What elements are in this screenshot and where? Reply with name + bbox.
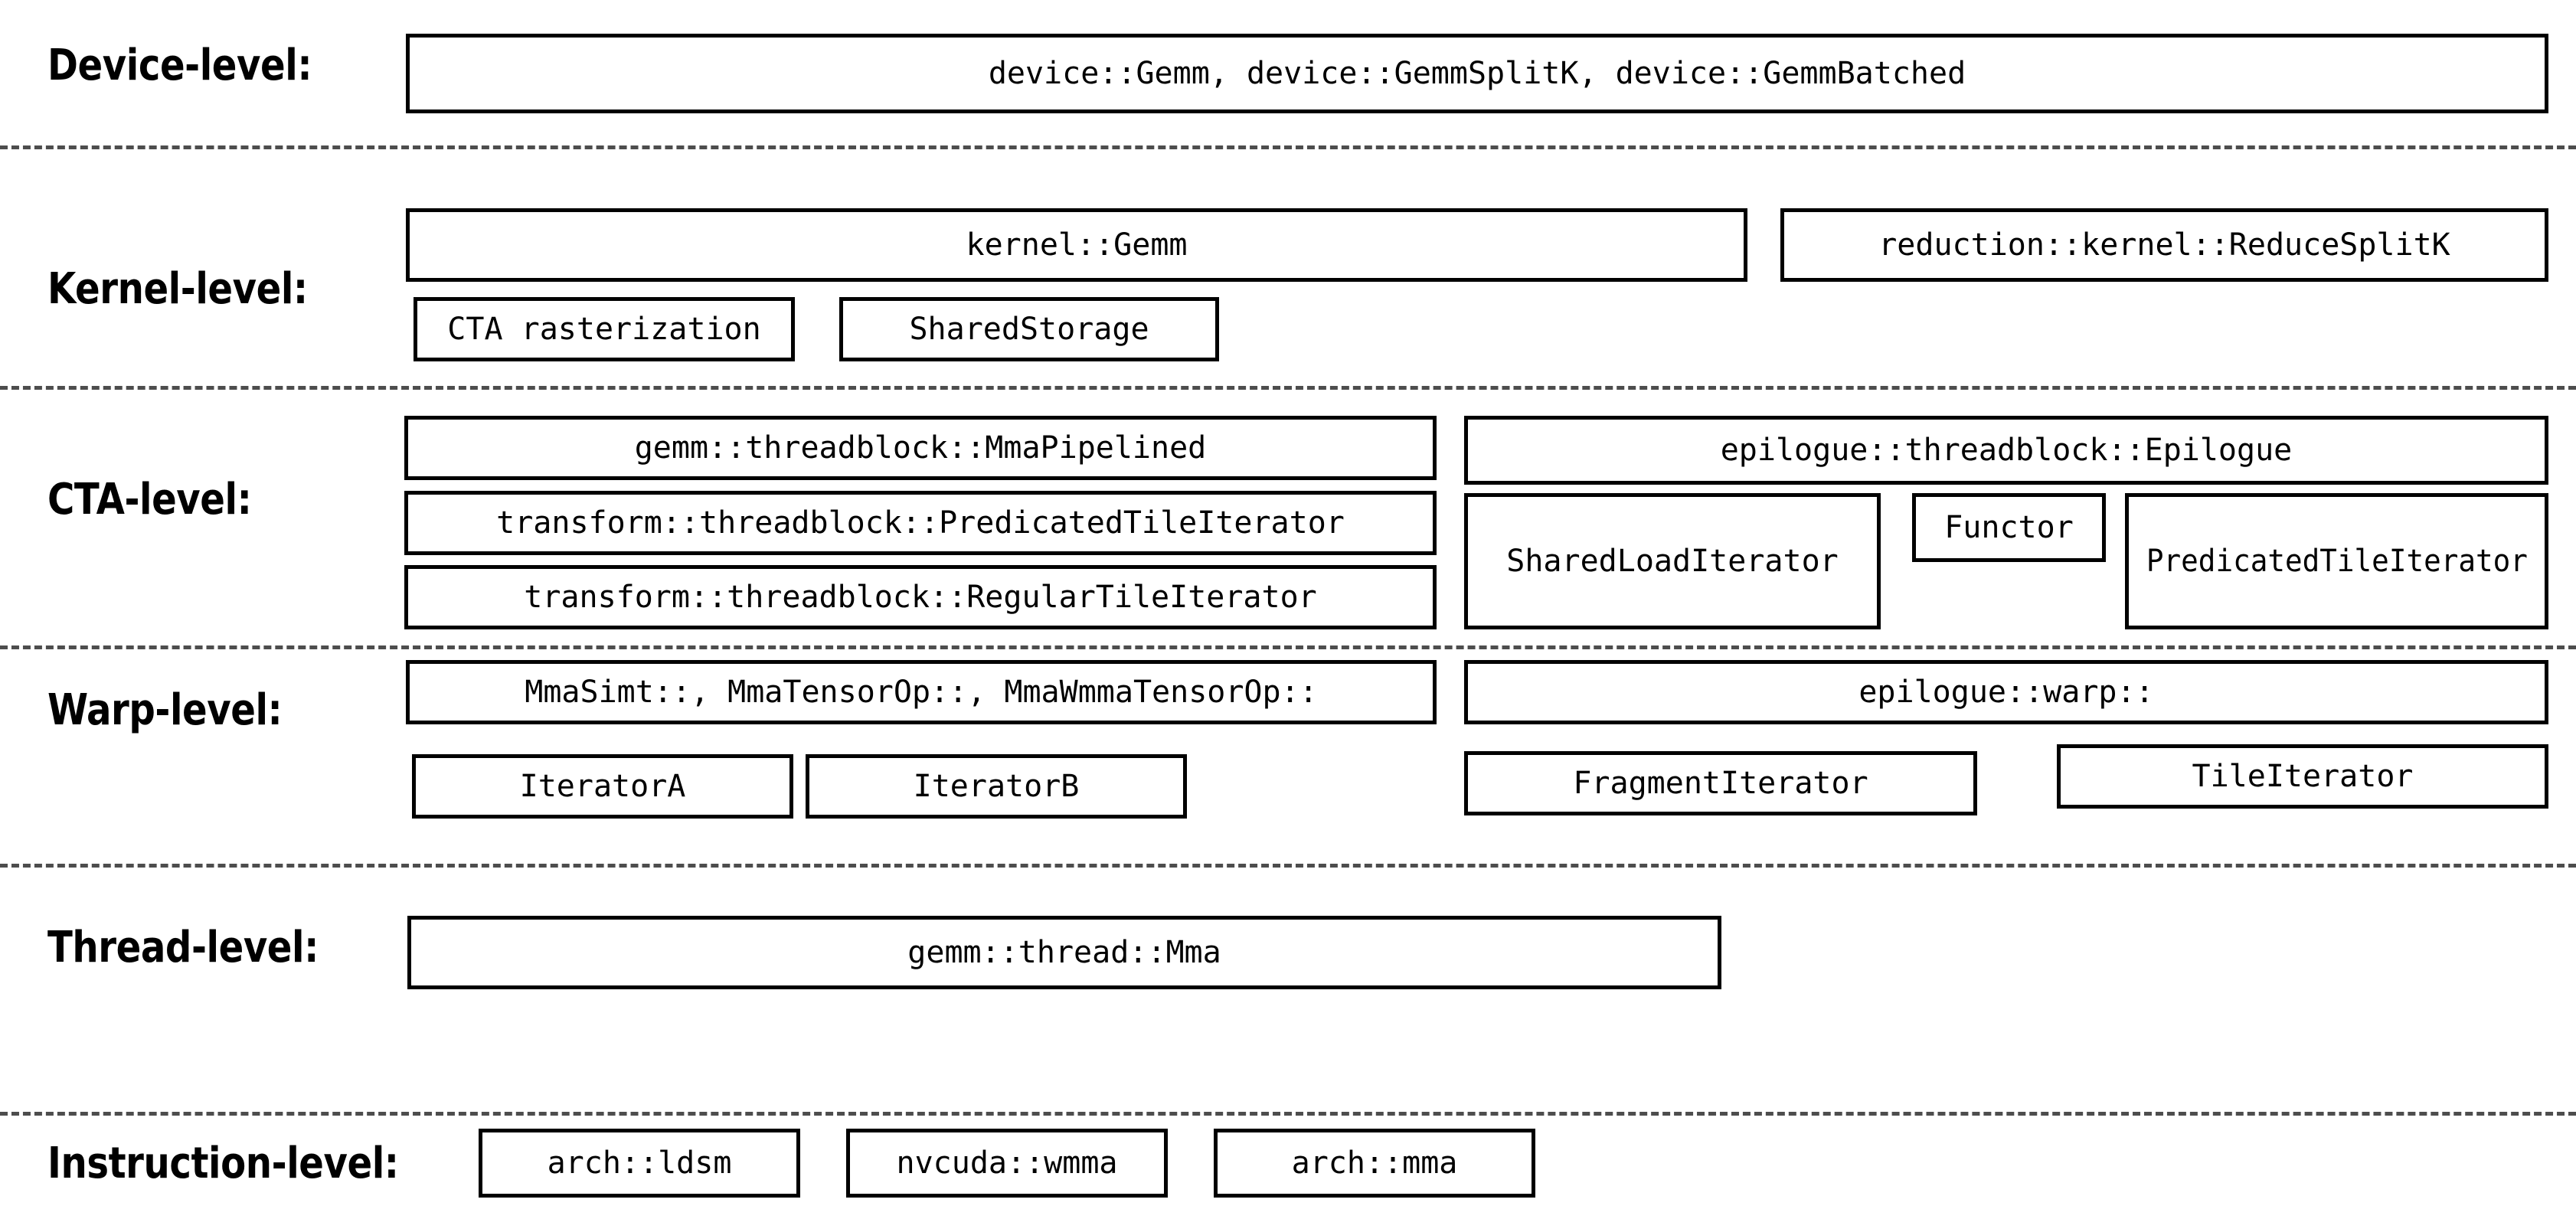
box-label: MmaSimt::, MmaTensorOp::, MmaWmmaTensorO… — [525, 675, 1318, 710]
box-label: IteratorB — [913, 769, 1080, 804]
box-warp-tileiterator[interactable]: TileIterator — [2057, 744, 2548, 809]
box-label: arch::ldsm — [547, 1145, 732, 1181]
box-gemm-threadblock-mmapipelined[interactable]: gemm::threadblock::MmaPipelined — [404, 416, 1437, 480]
box-label: gemm::thread::Mma — [907, 935, 1221, 970]
box-label: SharedLoadIterator — [1506, 544, 1839, 579]
separator-warp-thread — [0, 864, 2576, 868]
box-epilogue-warp[interactable]: epilogue::warp:: — [1464, 660, 2548, 724]
box-label: reduction::kernel::ReduceSplitK — [1878, 227, 2450, 263]
box-label: epilogue::warp:: — [1858, 675, 2154, 710]
box-label: Functor — [1944, 510, 2074, 545]
row-label-kernel-level: Kernel-level: — [47, 264, 308, 314]
row-label-instruction-level: Instruction-level: — [47, 1139, 399, 1188]
box-label: transform::threadblock::PredicatedTileIt… — [496, 505, 1345, 541]
box-warp-mma-variants[interactable]: MmaSimt::, MmaTensorOp::, MmaWmmaTensorO… — [406, 660, 1437, 724]
separator-cta-warp — [0, 645, 2576, 649]
box-transform-threadblock-regulartileiterator[interactable]: transform::threadblock::RegularTileItera… — [404, 565, 1437, 629]
row-label-warp-level: Warp-level: — [47, 685, 283, 735]
box-label: epilogue::threadblock::Epilogue — [1720, 433, 2293, 468]
box-epilogue-predicatedtileiterator[interactable]: PredicatedTileIterator — [2125, 493, 2548, 629]
box-epilogue-threadblock-epilogue[interactable]: epilogue::threadblock::Epilogue — [1464, 416, 2548, 485]
box-gemm-thread-mma[interactable]: gemm::thread::Mma — [407, 916, 1721, 989]
box-warp-iterator-a[interactable]: IteratorA — [412, 754, 793, 819]
box-device-gemm[interactable]: device::Gemm, device::GemmSplitK, device… — [406, 34, 2548, 113]
box-label: FragmentIterator — [1573, 766, 1868, 801]
box-nvcuda-wmma[interactable]: nvcuda::wmma — [846, 1129, 1168, 1198]
box-sharedloaditerator[interactable]: SharedLoadIterator — [1464, 493, 1881, 629]
separator-kernel-cta — [0, 386, 2576, 390]
box-transform-threadblock-predicatedtileiterator[interactable]: transform::threadblock::PredicatedTileIt… — [404, 491, 1437, 555]
box-label: TileIterator — [2192, 759, 2414, 794]
box-kernel-gemm[interactable]: kernel::Gemm — [406, 208, 1747, 282]
box-label: nvcuda::wmma — [896, 1145, 1118, 1181]
row-label-device-level: Device-level: — [47, 41, 312, 90]
box-label: IteratorA — [519, 769, 686, 804]
separator-device-kernel — [0, 145, 2576, 149]
box-label: arch::mma — [1291, 1145, 1458, 1181]
box-label: transform::threadblock::RegularTileItera… — [524, 580, 1317, 615]
box-label: gemm::threadblock::MmaPipelined — [634, 430, 1207, 466]
box-label: CTA rasterization — [447, 312, 761, 347]
row-label-thread-level: Thread-level: — [47, 923, 319, 972]
separator-thread-instruction — [0, 1112, 2576, 1116]
box-cta-rasterization[interactable]: CTA rasterization — [414, 297, 795, 361]
box-label: kernel::Gemm — [966, 227, 1188, 263]
box-label: SharedStorage — [909, 312, 1149, 347]
box-label: PredicatedTileIterator — [2146, 544, 2528, 579]
box-functor[interactable]: Functor — [1912, 493, 2106, 562]
box-warp-fragmentiterator[interactable]: FragmentIterator — [1464, 751, 1977, 815]
box-warp-iterator-b[interactable]: IteratorB — [806, 754, 1187, 819]
box-arch-mma[interactable]: arch::mma — [1214, 1129, 1535, 1198]
box-reduction-kernel-reducesplitk[interactable]: reduction::kernel::ReduceSplitK — [1780, 208, 2548, 282]
box-label: device::Gemm, device::GemmSplitK, device… — [988, 56, 1966, 91]
row-label-cta-level: CTA-level: — [47, 475, 252, 525]
box-sharedstorage[interactable]: SharedStorage — [839, 297, 1219, 361]
box-arch-ldsm[interactable]: arch::ldsm — [479, 1129, 800, 1198]
